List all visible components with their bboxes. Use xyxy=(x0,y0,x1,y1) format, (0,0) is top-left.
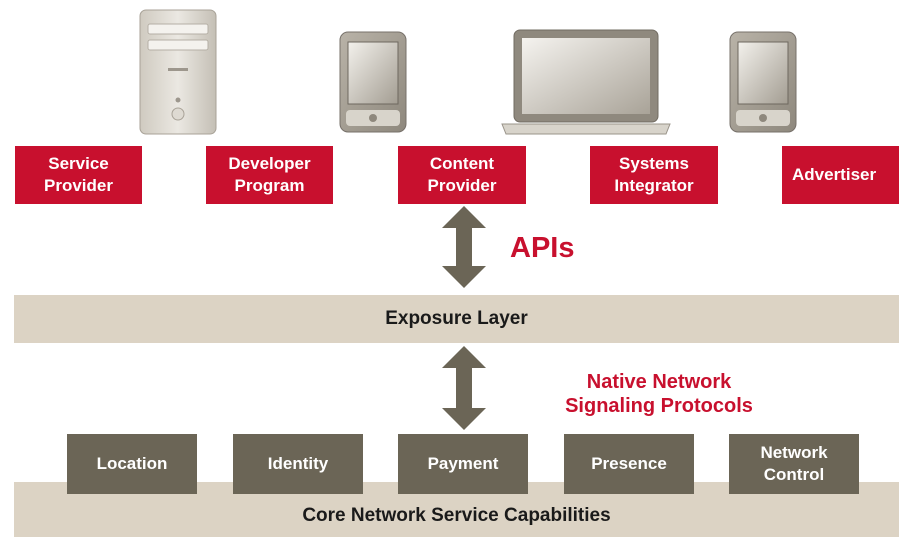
role-box-content-provider: Content Provider xyxy=(398,146,526,204)
exposure-layer: Exposure Layer xyxy=(14,295,899,343)
apis-double-arrow xyxy=(442,206,486,288)
core-network-label: Core Network Service Capabilities xyxy=(302,505,611,526)
pda-icon xyxy=(339,31,407,133)
apis-label: APIs xyxy=(510,232,575,264)
role-box-developer-program: Developer Program xyxy=(206,146,333,204)
capability-payment: Payment xyxy=(398,434,528,494)
laptop-icon xyxy=(501,29,671,135)
capability-network-control: Network Control xyxy=(729,434,859,494)
desktop-tower-icon xyxy=(139,9,217,135)
capability-presence: Presence xyxy=(564,434,694,494)
protocols-double-arrow xyxy=(442,346,486,430)
protocols-label: Native Network Signaling Protocols xyxy=(565,371,753,417)
role-box-systems-integrator: Systems Integrator xyxy=(590,146,718,204)
pda-icon xyxy=(729,31,797,133)
capability-identity: Identity xyxy=(233,434,363,494)
role-box-advertiser: Advertiser xyxy=(782,146,899,204)
role-box-service-provider: Service Provider xyxy=(15,146,142,204)
capability-location: Location xyxy=(67,434,197,494)
